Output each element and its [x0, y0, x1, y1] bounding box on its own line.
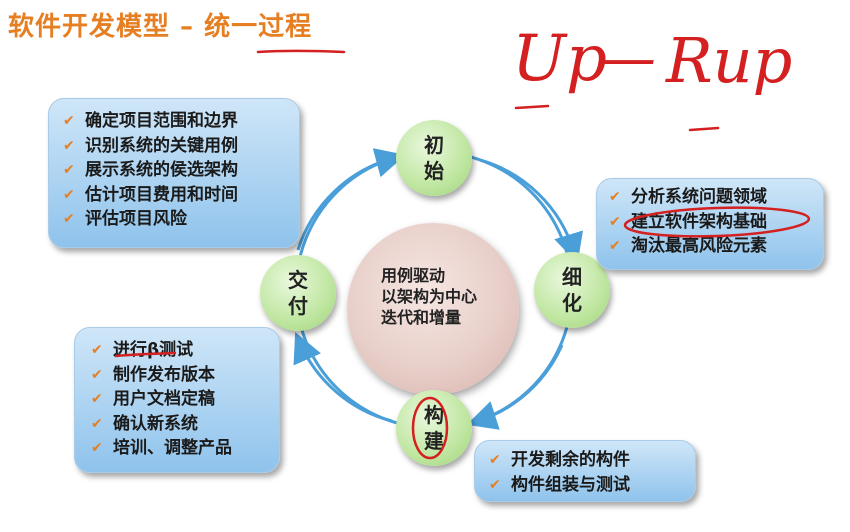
architecture-basis-circle: [623, 206, 811, 238]
list-item: ✔淘汰最高风险元素: [609, 234, 823, 259]
list-item: ✔展示系统的侯选架构: [63, 158, 299, 183]
construction-circle: [411, 396, 449, 460]
list-item: ✔识别系统的关键用例: [63, 134, 299, 159]
check-icon: ✔: [91, 366, 103, 383]
list-item: ✔制作发布版本: [91, 363, 279, 388]
list-item: ✔确定项目范围和边界: [63, 109, 299, 134]
check-icon: ✔: [609, 189, 621, 205]
handwriting-dash: —: [596, 23, 656, 93]
center-line-3: 迭代和增量: [381, 308, 462, 327]
construction-box: ✔开发剩余的构件 ✔构件组装与测试: [474, 440, 696, 502]
transition-box: ✔进行β测试 ✔制作发布版本 ✔用户文档定稿 ✔确认新系统 ✔培训、调整产品: [74, 327, 280, 473]
check-icon: ✔: [91, 391, 103, 407]
check-icon: ✔: [63, 162, 75, 178]
arrow-construction-to-transition: [293, 332, 393, 423]
node-inception-label: 初始: [424, 133, 444, 183]
center-line-2: 以架构为中心: [381, 287, 478, 306]
node-inception: 初始: [396, 120, 472, 196]
check-icon: ✔: [489, 476, 501, 493]
node-transition: 交付: [260, 255, 336, 331]
title-underline: [256, 49, 346, 54]
check-icon: ✔: [609, 238, 621, 254]
check-icon: ✔: [63, 211, 75, 227]
check-icon: ✔: [63, 113, 75, 129]
arrow-elaboration-to-construction: [466, 344, 564, 430]
list-item: ✔构件组装与测试: [489, 473, 695, 498]
center-text: 用例驱动 以架构为中心 迭代和增量: [381, 265, 477, 328]
check-icon: ✔: [63, 186, 75, 203]
check-icon: ✔: [91, 342, 103, 358]
node-construction-label: 构建: [424, 403, 444, 453]
list-item: ✔分析系统问题领域: [609, 185, 823, 210]
arrow-inception-to-elaboration: [479, 158, 584, 264]
list-item: ✔评估项目风险: [63, 207, 299, 232]
arrow-transition-to-inception: [296, 148, 406, 251]
list-item: ✔建立软件架构基础: [609, 210, 823, 235]
node-construction: 构建: [396, 390, 472, 466]
list-item: ✔用户文档定稿: [91, 387, 279, 412]
page-title: 软件开发模型 – 统一过程: [8, 12, 313, 42]
center-line-1: 用例驱动: [381, 266, 446, 285]
list-item: ✔确认新系统: [91, 412, 279, 437]
list-item: ✔估计项目费用和时间: [63, 183, 299, 208]
beta-test-underline: [114, 351, 177, 358]
center-circle: [347, 223, 519, 395]
list-item: ✔培训、调整产品: [91, 436, 279, 461]
node-elaboration-label: 细化: [562, 265, 582, 315]
node-elaboration: 细化: [534, 252, 610, 328]
check-icon: ✔: [91, 415, 103, 432]
check-icon: ✔: [63, 137, 75, 154]
check-icon: ✔: [489, 452, 501, 468]
elaboration-box: ✔分析系统问题领域 ✔建立软件架构基础 ✔淘汰最高风险元素: [596, 178, 824, 270]
handwriting-rup: Rup: [665, 24, 792, 97]
node-transition-label: 交付: [288, 268, 308, 318]
inception-box: ✔确定项目范围和边界 ✔识别系统的关键用例 ✔展示系统的侯选架构 ✔估计项目费用…: [48, 98, 300, 248]
rup-underline: [688, 126, 720, 132]
handwriting-up: Up: [512, 22, 607, 96]
up-underline: [514, 104, 550, 110]
check-icon: ✔: [609, 213, 621, 230]
check-icon: ✔: [91, 440, 103, 456]
list-item: ✔开发剩余的构件: [489, 448, 695, 473]
